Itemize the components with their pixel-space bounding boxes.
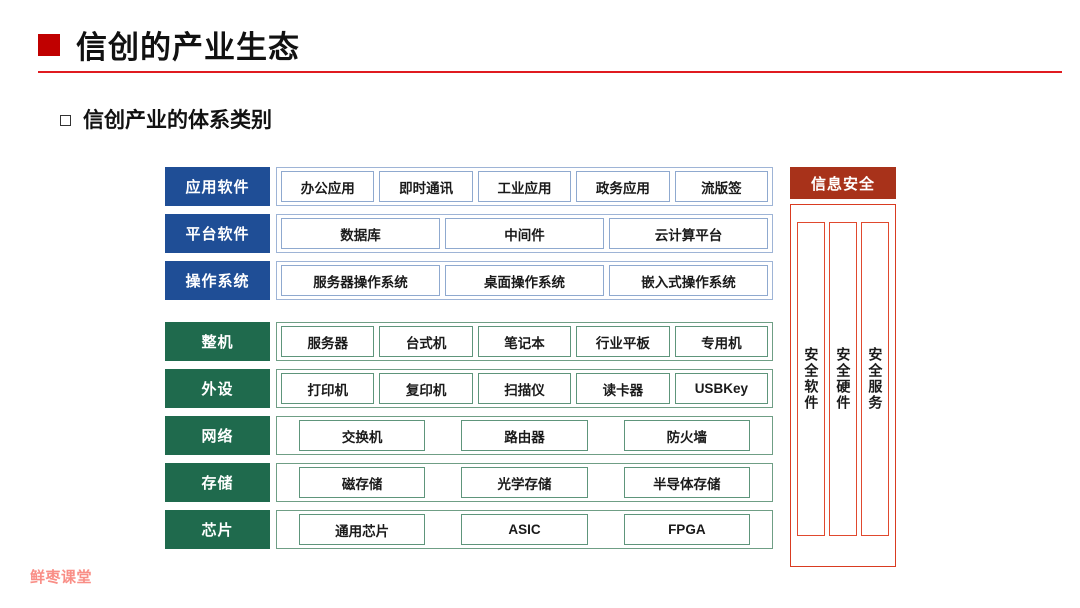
layer-item-cell: 工业应用 — [477, 171, 572, 202]
layer-items-container: 交换机 路由器 防火墙 — [276, 416, 773, 455]
layer-item-cell: 服务器操作系统 — [281, 265, 440, 296]
layer-label: 平台软件 — [165, 214, 270, 253]
watermark-label: 鲜枣课堂 — [30, 569, 93, 586]
layer-label: 存储 — [165, 463, 270, 502]
layer-items-container: 服务器操作系统桌面操作系统嵌入式操作系统 — [276, 261, 773, 300]
layer-items-container: 磁存储 光学存储 半导体存储 — [276, 463, 773, 502]
subhead-bullet-square-icon — [60, 114, 71, 126]
title-divider — [38, 71, 1062, 73]
security-column: 安全软件 — [797, 222, 825, 536]
layer-item-cell: 半导体存储 — [623, 467, 751, 498]
layer-item-cell: 嵌入式操作系统 — [609, 265, 768, 296]
layer-label: 网络 — [165, 416, 270, 455]
layer-row: 平台软件数据库中间件云计算平台 — [165, 214, 773, 253]
security-column-label: 安全软件 — [803, 347, 820, 411]
title-label: 信创的产业生态 — [76, 30, 300, 65]
layer-item-cell: 办公应用 — [281, 171, 375, 202]
layer-items-container: 通用芯片 ASIC FPGA — [276, 510, 773, 549]
layer-item-cell: 流版签 — [674, 171, 769, 202]
information-security-panel: 信息安全 安全软件安全硬件安全服务 — [790, 167, 896, 567]
layer-item-cell: 专用机 — [674, 326, 769, 357]
subhead-label: 信创产业的体系类别 — [83, 109, 272, 132]
page-title: 信创的产业生态 — [38, 22, 300, 67]
layer-item-cell: 云计算平台 — [609, 218, 768, 249]
layer-row: 应用软件办公应用即时通讯工业应用政务应用流版签 — [165, 167, 773, 206]
layer-item-cell: 路由器 — [461, 420, 588, 451]
layer-item-cell: 笔记本 — [477, 326, 572, 357]
layer-item-cell: 复印机 — [379, 373, 473, 404]
layer-item-cell: USBKey — [674, 373, 769, 404]
layer-item-cell: 防火墙 — [623, 420, 751, 451]
group-spacer — [165, 308, 773, 322]
layer-item-cell: 行业平板 — [576, 326, 670, 357]
software-layer-group: 应用软件办公应用即时通讯工业应用政务应用流版签平台软件数据库中间件云计算平台操作… — [165, 167, 773, 300]
security-header-label: 信息安全 — [790, 167, 896, 199]
layer-item-cell: 交换机 — [298, 420, 426, 451]
layer-item-cell: 光学存储 — [461, 467, 588, 498]
layer-item-cell: 读卡器 — [576, 373, 670, 404]
security-column: 安全硬件 — [829, 222, 857, 536]
layer-item-cell: 政务应用 — [576, 171, 670, 202]
security-columns-container: 安全软件安全硬件安全服务 — [790, 204, 896, 567]
layer-label: 整机 — [165, 322, 270, 361]
layer-item-cell: 台式机 — [379, 326, 473, 357]
layer-row: 整机服务器台式机笔记本行业平板专用机 — [165, 322, 773, 361]
layer-item-cell: 扫描仪 — [477, 373, 572, 404]
layer-item-cell: 磁存储 — [298, 467, 426, 498]
layer-item-cell: 通用芯片 — [298, 514, 426, 545]
layer-items-container: 服务器台式机笔记本行业平板专用机 — [276, 322, 773, 361]
layer-item-cell: FPGA — [623, 514, 751, 545]
layer-label: 芯片 — [165, 510, 270, 549]
title-bullet-square-icon — [38, 33, 60, 56]
layer-items-container: 数据库中间件云计算平台 — [276, 214, 773, 253]
layer-label: 应用软件 — [165, 167, 270, 206]
layer-item-cell: 桌面操作系统 — [445, 265, 604, 296]
security-column-label: 安全服务 — [867, 347, 884, 411]
layer-row: 芯片通用芯片 ASIC FPGA — [165, 510, 773, 549]
layer-row: 网络交换机 路由器 防火墙 — [165, 416, 773, 455]
layer-item-cell: 即时通讯 — [379, 171, 473, 202]
layer-item-cell: 服务器 — [281, 326, 375, 357]
security-column: 安全服务 — [861, 222, 889, 536]
layer-items-container: 办公应用即时通讯工业应用政务应用流版签 — [276, 167, 773, 206]
layer-item-cell: 中间件 — [445, 218, 604, 249]
layer-item-cell: 打印机 — [281, 373, 375, 404]
industry-stack-diagram: 应用软件办公应用即时通讯工业应用政务应用流版签平台软件数据库中间件云计算平台操作… — [165, 167, 773, 557]
section-subheading: 信创产业的体系类别 — [60, 104, 272, 134]
layer-item-cell: 数据库 — [281, 218, 440, 249]
security-column-label: 安全硬件 — [835, 347, 852, 411]
layer-label: 外设 — [165, 369, 270, 408]
layer-item-cell: ASIC — [461, 514, 588, 545]
layer-label: 操作系统 — [165, 261, 270, 300]
layer-row: 操作系统服务器操作系统桌面操作系统嵌入式操作系统 — [165, 261, 773, 300]
layer-row: 存储磁存储 光学存储 半导体存储 — [165, 463, 773, 502]
